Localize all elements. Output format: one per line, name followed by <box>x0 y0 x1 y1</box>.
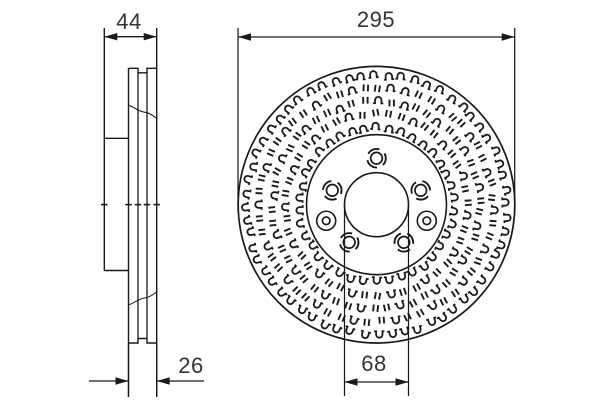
dimension-lines <box>89 28 516 397</box>
dimension-value-thickness: 26 <box>178 353 204 378</box>
front-view <box>237 65 516 344</box>
friction-surface-texture <box>241 70 512 339</box>
dimension-value-width: 44 <box>116 9 142 34</box>
section-view <box>101 28 160 397</box>
dimension-value-outer-diameter: 295 <box>356 7 396 32</box>
bolt-holes <box>315 147 438 253</box>
dimension-value-center-bore: 68 <box>361 351 387 376</box>
